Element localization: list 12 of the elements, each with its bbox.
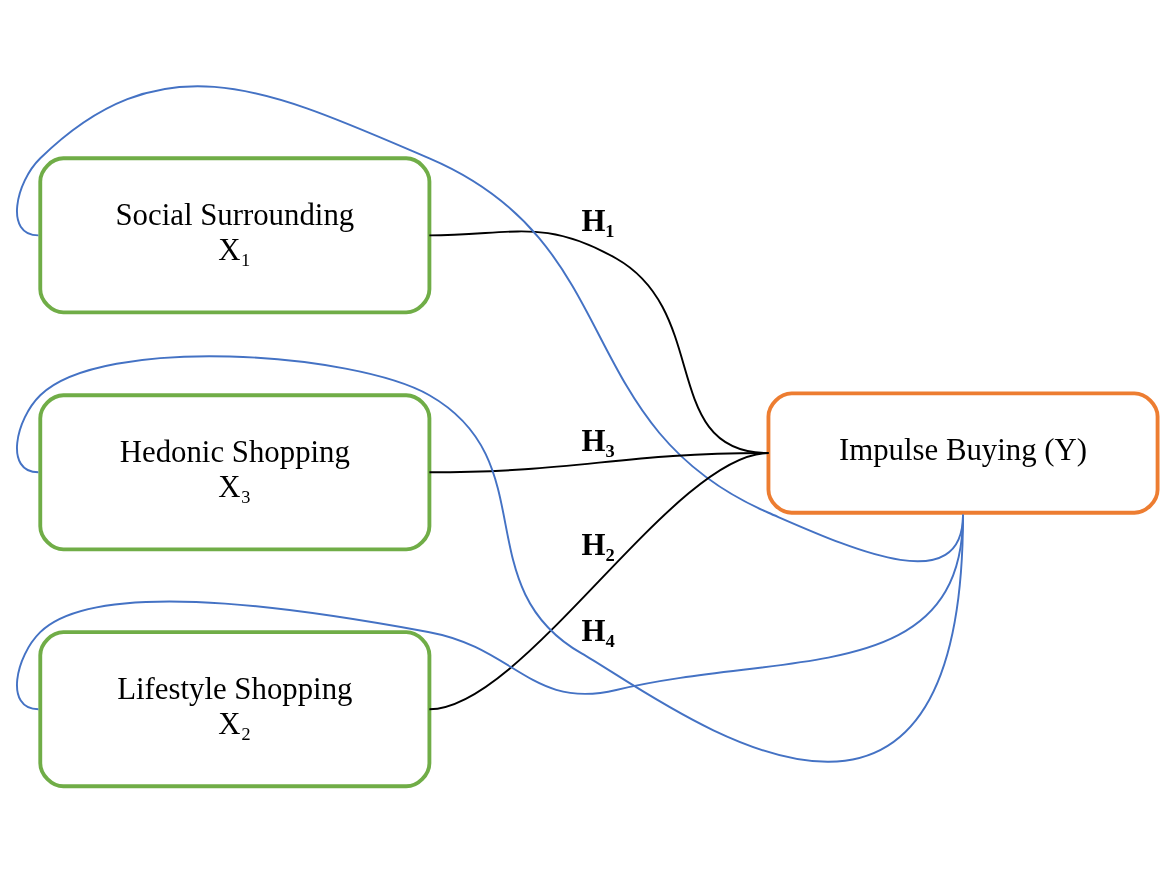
node-box: Social Surrounding X₁ — [38, 156, 432, 315]
node-box: Impulse Buying (Y) — [766, 391, 1160, 515]
node-box: Hedonic Shopping X₃ — [38, 393, 432, 552]
connector — [428, 452, 770, 711]
edge-label: H₁ — [581, 204, 615, 239]
node-box: Lifestyle Shopping X₂ — [38, 630, 432, 789]
edge-label: H₃ — [581, 423, 615, 458]
connector — [16, 85, 964, 563]
connector — [16, 355, 964, 762]
edge-label: H₂ — [581, 527, 615, 562]
connector — [428, 452, 770, 474]
edge-label: H₄ — [581, 614, 615, 649]
